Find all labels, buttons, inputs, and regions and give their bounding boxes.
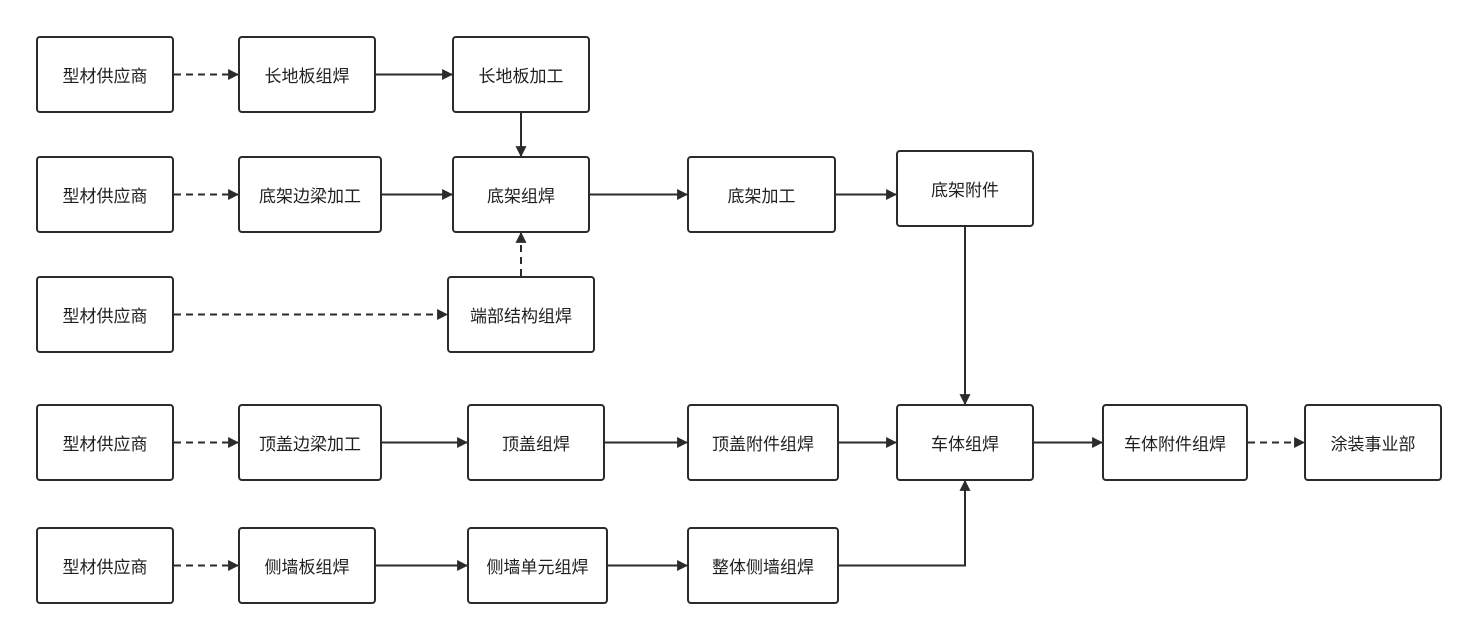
node-label: 型材供应商 <box>62 187 148 207</box>
node-roof-welding[interactable]: 顶盖组焊 <box>467 404 605 481</box>
edge-n21-n15 <box>839 479 971 567</box>
node-profile-supplier-1[interactable]: 型材供应商 <box>36 36 174 113</box>
node-label: 长地板加工 <box>478 67 564 87</box>
node-label: 车体组焊 <box>931 435 999 455</box>
node-long-floor-welding[interactable]: 长地板组焊 <box>238 36 376 113</box>
node-label: 顶盖边梁加工 <box>259 435 361 455</box>
node-long-floor-machining[interactable]: 长地板加工 <box>452 36 590 113</box>
node-underframe-accessories[interactable]: 底架附件 <box>896 150 1034 227</box>
node-label: 侧墙板组焊 <box>264 558 350 578</box>
node-side-wall-unit-welding[interactable]: 侧墙单元组焊 <box>467 527 608 604</box>
node-roof-accessory-welding[interactable]: 顶盖附件组焊 <box>687 404 839 481</box>
node-label: 型材供应商 <box>62 558 148 578</box>
node-label: 底架附件 <box>931 181 999 201</box>
node-label: 涂装事业部 <box>1330 435 1416 455</box>
node-label: 长地板组焊 <box>264 67 350 87</box>
node-roof-sill-machining[interactable]: 顶盖边梁加工 <box>238 404 382 481</box>
node-label: 底架边梁加工 <box>259 187 361 207</box>
node-underframe-machining[interactable]: 底架加工 <box>687 156 836 233</box>
node-label: 型材供应商 <box>62 435 148 455</box>
node-profile-supplier-4[interactable]: 型材供应商 <box>36 404 174 481</box>
node-side-wall-panel-welding[interactable]: 侧墙板组焊 <box>238 527 376 604</box>
node-label: 侧墙单元组焊 <box>486 558 589 578</box>
node-label: 整体侧墙组焊 <box>712 558 814 578</box>
node-carbody-accessory-welding[interactable]: 车体附件组焊 <box>1102 404 1248 481</box>
node-label: 顶盖附件组焊 <box>712 435 814 455</box>
node-label: 端部结构组焊 <box>470 307 572 327</box>
node-label: 底架加工 <box>727 187 796 207</box>
node-underframe-sill-machining[interactable]: 底架边梁加工 <box>238 156 382 233</box>
node-full-side-wall-welding[interactable]: 整体侧墙组焊 <box>687 527 839 604</box>
node-carbody-welding[interactable]: 车体组焊 <box>896 404 1034 481</box>
node-underframe-welding[interactable]: 底架组焊 <box>452 156 590 233</box>
node-label: 顶盖组焊 <box>502 435 570 455</box>
node-end-structure-welding[interactable]: 端部结构组焊 <box>447 276 595 353</box>
node-label: 底架组焊 <box>487 187 555 207</box>
node-label: 型材供应商 <box>62 307 148 327</box>
node-painting-division[interactable]: 涂装事业部 <box>1304 404 1442 481</box>
node-label: 型材供应商 <box>62 67 148 87</box>
node-label: 车体附件组焊 <box>1124 435 1226 455</box>
node-profile-supplier-3[interactable]: 型材供应商 <box>36 276 174 353</box>
node-profile-supplier-5[interactable]: 型材供应商 <box>36 527 174 604</box>
node-profile-supplier-2[interactable]: 型材供应商 <box>36 156 174 233</box>
